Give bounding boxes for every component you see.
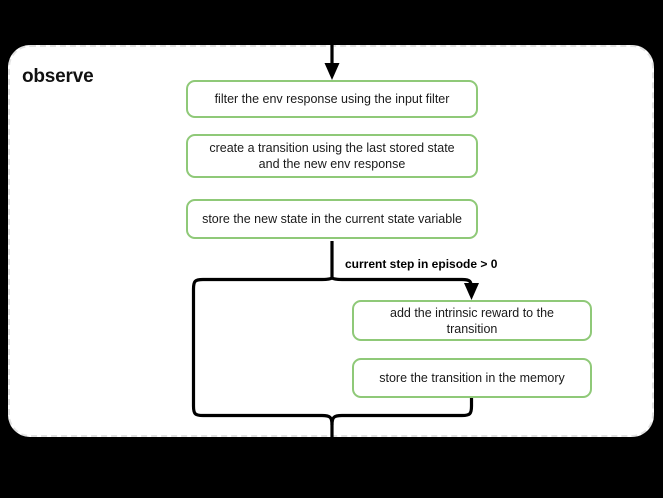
node-filter-env-response[interactable]: filter the env response using the input …: [186, 80, 478, 118]
group-title-observe: observe: [22, 66, 94, 87]
node-store-transition-memory[interactable]: store the transition in the memory: [352, 358, 592, 398]
node-label: filter the env response using the input …: [214, 92, 450, 106]
node-label: create a transition using the last store…: [209, 141, 455, 171]
edge-label-current-step-condition: current step in episode > 0: [345, 257, 498, 271]
node-add-intrinsic-reward[interactable]: add the intrinsic reward to the transiti…: [352, 300, 592, 341]
node-store-new-state[interactable]: store the new state in the current state…: [186, 199, 478, 239]
node-label: add the intrinsic reward to the transiti…: [390, 305, 554, 336]
node-create-transition[interactable]: create a transition using the last store…: [186, 134, 478, 178]
node-label: store the new state in the current state…: [202, 212, 462, 226]
node-label: store the transition in the memory: [379, 371, 565, 385]
